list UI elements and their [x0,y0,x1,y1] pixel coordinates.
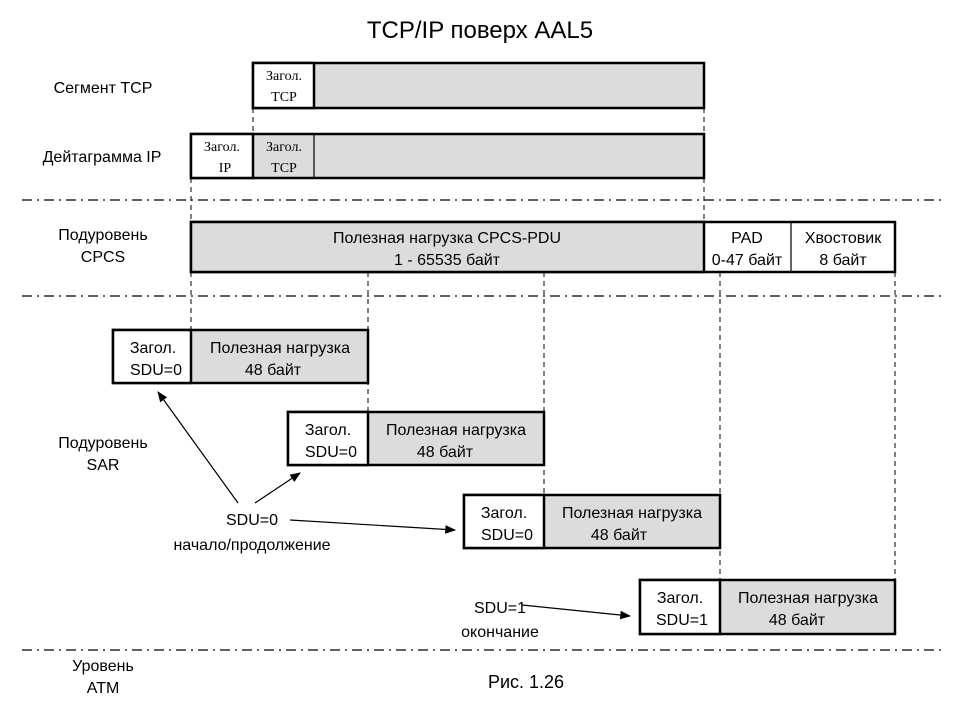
arrow-to-cell-4 [521,604,632,620]
row-label-atm-line1: Уровень [72,658,134,675]
cpcs-payload-box [189,220,706,274]
sar-cell-3-header-line2: SDU=0 [481,527,533,544]
arrow-to-cell-3 [289,519,457,534]
sar-cell-2-header-line1: Загол. [305,422,351,439]
cpcs-payload-label-line2: 1 - 65535 байт [394,252,501,269]
cpcs-pad-label-line2: 0-47 байт [712,252,783,269]
cpcs-trailer-label-line1: Хвостовик [805,230,882,247]
sar-cell-2-header-line2: SDU=0 [305,444,357,461]
tcp-header-label-line2: TCP [271,90,297,105]
sar-cell-2-header [286,410,370,467]
sar-cell-3-header [462,493,546,550]
annotation-sdu0-line2: начало/продолжение [173,537,330,554]
ip-header-box [189,132,255,180]
arrow-to-cell-2 [254,472,301,504]
row-label-tcp-segment: Сегмент TCP [54,80,153,97]
sar-cell-3-payload-line1: Полезная нагрузка [562,505,702,522]
ip-tcp-header-label-line2: TCP [271,161,297,176]
sar-cell-2-payload-line2: 48 байт [417,444,474,461]
sar-cell-1-payload-line1: Полезная нагрузка [210,340,350,357]
sar-cell-3-header-line1: Загол. [481,505,527,522]
diagram-title: TCP/IP поверх AAL5 [367,17,593,44]
ip-tcp-header-label-line1: Загол. [266,140,302,155]
cpcs-payload-label-line1: Полезная нагрузка CPCS-PDU [333,230,561,247]
sar-cell-1-header-line1: Загол. [130,340,176,357]
cpcs-trailer-label-line2: 8 байт [819,252,867,269]
row-label-ip-datagram: Дейтаграмма IP [43,149,162,166]
sar-cell-4-header-line1: Загол. [657,590,703,607]
figure-caption: Рис. 1.26 [488,672,564,692]
annotation-sdu1-line2: окончание [461,624,539,641]
row-label-cpcs-line2: CPCS [81,249,125,266]
ip-header-label-line1: Загол. [204,140,240,155]
ip-header-label-line2: IP [219,161,232,176]
sar-cell-1-payload-line2: 48 байт [245,362,302,379]
sar-cell-2-payload-line1: Полезная нагрузка [386,422,526,439]
tcp-segment-box [251,61,706,110]
row-label-sar-line2: SAR [87,457,120,474]
tcp-header-box [251,61,316,110]
sar-cell-4-payload-line1: Полезная нагрузка [738,590,878,607]
tcp-header-label-line1: Загол. [266,69,302,84]
row-label-sar-line1: Подуровень [58,435,147,452]
row-label-cpcs-line1: Подуровень [58,227,147,244]
sar-cell-1-header [111,328,193,385]
cpcs-pad-label-line1: PAD [731,230,763,247]
arrow-to-cell-1 [157,391,239,504]
sar-cell-4-header [638,578,722,636]
sar-cell-4-payload-line2: 48 байт [769,612,826,629]
sar-cell-3-payload-line2: 48 байт [591,527,648,544]
sar-cell-1-header-line2: SDU=0 [130,362,182,379]
sar-cell-4-header-line2: SDU=1 [656,612,708,629]
annotation-sdu1-line1: SDU=1 [474,600,526,617]
row-label-atm-line2: ATM [87,680,120,697]
annotation-sdu0-line1: SDU=0 [226,512,278,529]
